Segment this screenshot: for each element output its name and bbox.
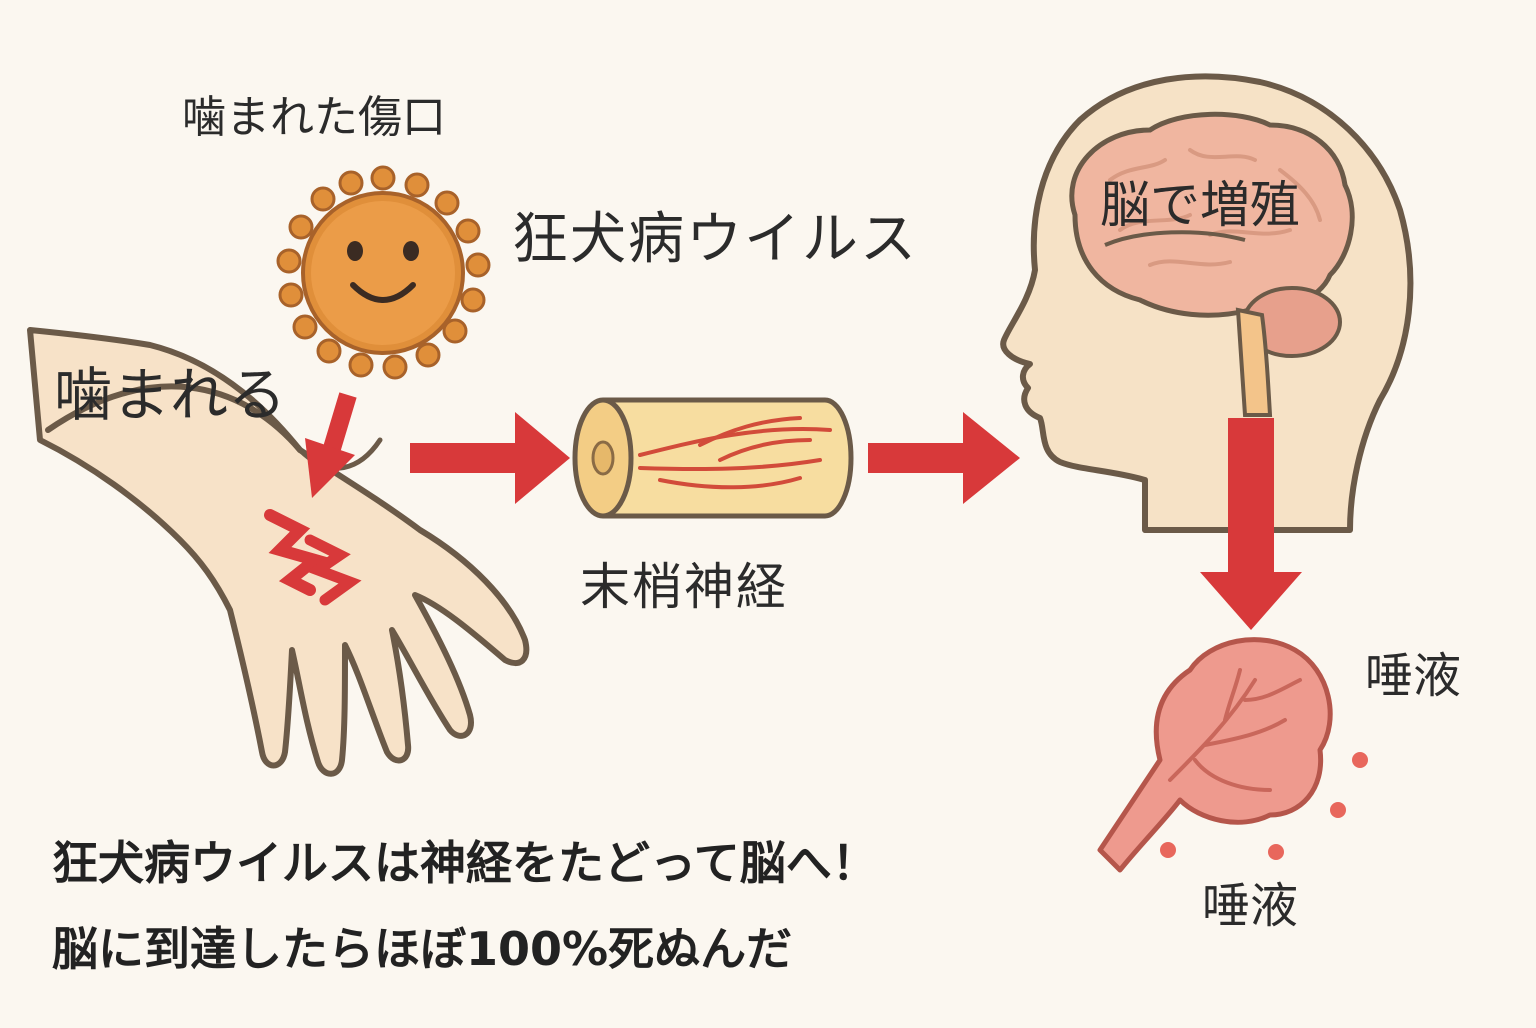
- bite-wound-icon: [264, 509, 362, 606]
- nerve-icon: [572, 397, 854, 519]
- virus-icon: [276, 165, 491, 380]
- label-bitten: 噛まれる: [54, 361, 287, 429]
- label-peripheral-nerve: 末梢神経: [580, 558, 788, 616]
- label-saliva-right: 唾液: [1365, 648, 1462, 704]
- caption-line-2: 脳に到達したらほぼ100%死ぬんだ: [52, 922, 793, 976]
- label-rabies-virus: 狂犬病ウイルス: [512, 207, 918, 272]
- droplet-icon: [1160, 752, 1368, 860]
- arrow-icon: [1200, 418, 1302, 630]
- label-brain-replication: 脳で増殖: [1100, 176, 1300, 234]
- arrow-icon: [410, 412, 570, 504]
- label-bite-wound: 噛まれた傷口: [182, 92, 446, 143]
- brain-icon: [1069, 111, 1355, 417]
- salivary-gland-icon: [1097, 637, 1333, 873]
- caption-line-1: 狂犬病ウイルスは神経をたどって脳へ！: [52, 836, 878, 890]
- label-saliva-bottom: 唾液: [1202, 878, 1299, 934]
- arrow-icon: [868, 412, 1020, 504]
- arrow-icon: [305, 392, 357, 498]
